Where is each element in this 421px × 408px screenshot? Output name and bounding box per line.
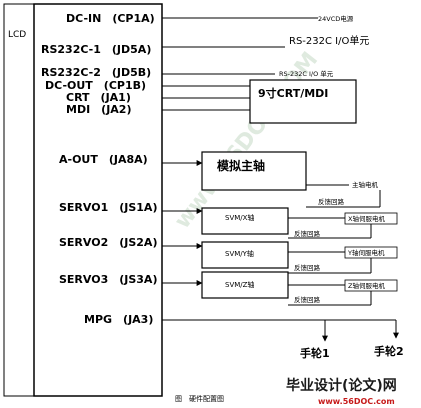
controller-box xyxy=(33,3,163,397)
crt-mdi-box xyxy=(249,79,357,124)
port-mpg: MPG (JA3) xyxy=(84,313,153,326)
svm-x-box xyxy=(201,207,289,235)
z-feedback-label: 反馈回路 xyxy=(294,295,321,304)
port-a-out: A-OUT (JA8A) xyxy=(59,153,148,166)
port-servo2: SERVO2 (JS2A) xyxy=(59,236,157,249)
power-label: 24VCD电源 xyxy=(318,14,354,23)
crt-mdi-label: 9寸CRT/MDI xyxy=(258,86,328,100)
x-motor-label: X轴伺服电机 xyxy=(348,214,385,223)
spindle-box xyxy=(201,151,307,191)
handwheel-1-label: 手轮1 xyxy=(300,346,330,360)
spindle-motor-label: 主轴电机 xyxy=(352,180,379,189)
port-servo1: SERVO1 (JS1A) xyxy=(59,201,157,214)
lcd-label: LCD xyxy=(8,30,26,40)
port-crt: CRT (JA1) xyxy=(66,91,131,104)
svm-y-label: SVM/Y轴 xyxy=(225,249,254,258)
port-rs232c-2: RS232C-2 (JD5B) xyxy=(41,66,151,79)
port-dc-in: DC-IN (CP1A) xyxy=(66,12,155,25)
lcd-strip xyxy=(3,3,35,397)
x-feedback-label: 反馈回路 xyxy=(294,229,321,238)
rs232c-unit-2-label: RS-232C I/O 单元 xyxy=(279,69,334,78)
spindle-label: 模拟主轴 xyxy=(217,158,265,173)
z-motor-label: Z轴伺服电机 xyxy=(348,281,385,290)
port-dc-out: DC-OUT (CP1B) xyxy=(45,79,146,92)
svm-y-box xyxy=(201,241,289,269)
figure-caption: 图 硬件配置图 xyxy=(175,394,224,403)
y-feedback-label: 反馈回路 xyxy=(294,263,321,272)
footer-brand: 毕业设计(论文)网 xyxy=(286,377,397,394)
svm-x-label: SVM/X轴 xyxy=(225,213,254,222)
rs232c-unit-1-label: RS-232C I/O单元 xyxy=(289,35,369,47)
port-mdi: MDI (JA2) xyxy=(66,103,131,116)
spindle-feedback-label: 反馈回路 xyxy=(318,197,345,206)
port-rs232c-1: RS232C-1 (JD5A) xyxy=(41,43,151,56)
y-motor-label: Y轴伺服电机 xyxy=(347,248,385,257)
footer-brand-band xyxy=(285,372,421,408)
port-servo3: SERVO3 (JS3A) xyxy=(59,273,157,286)
handwheel-2-label: 手轮2 xyxy=(374,344,404,358)
svm-z-label: SVM/Z轴 xyxy=(225,280,254,289)
footer-url: www.56DOC.com xyxy=(318,397,395,406)
